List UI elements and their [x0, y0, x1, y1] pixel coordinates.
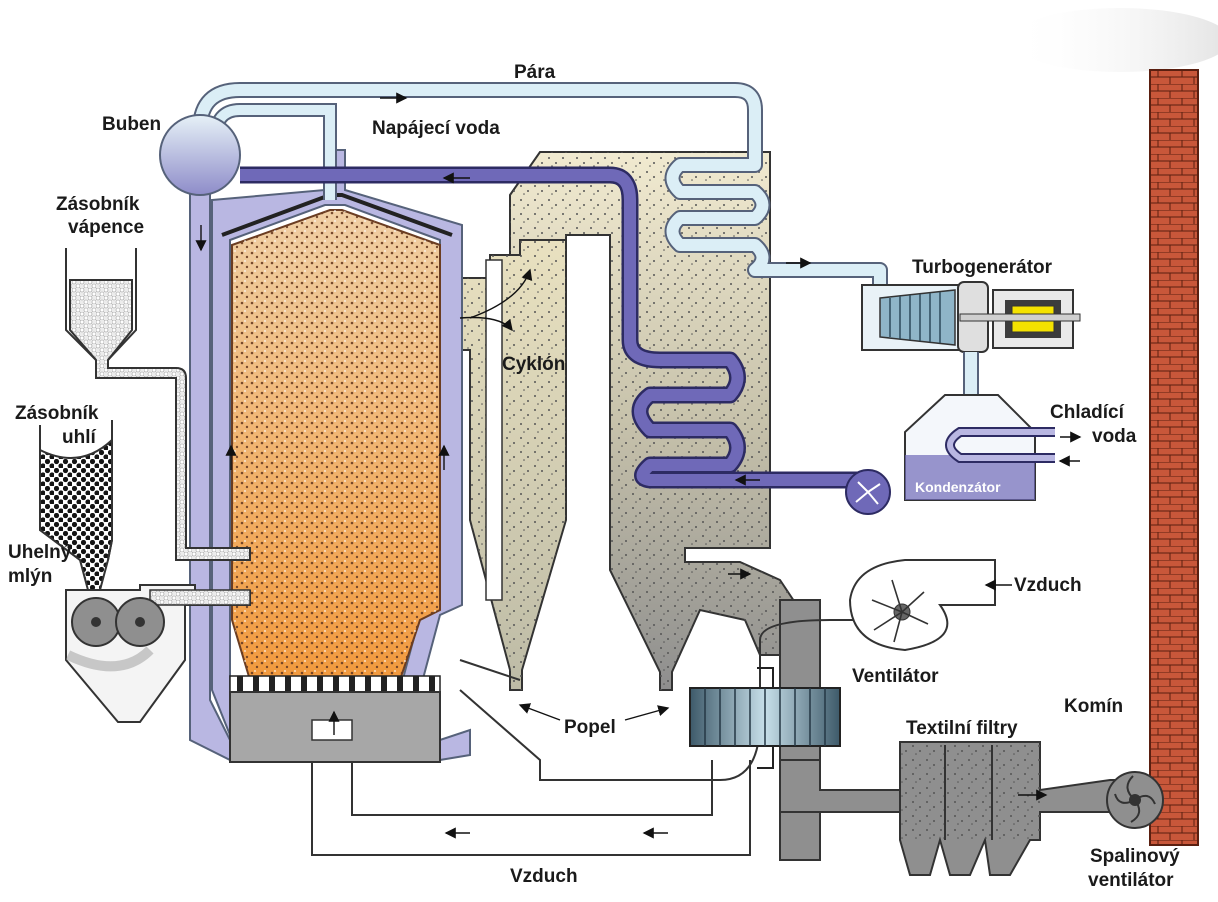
label-limestone-hopper-2: vápence	[68, 217, 144, 238]
label-flue-fan-1: Spalinový	[1090, 846, 1180, 867]
label-fan: Ventilátor	[852, 666, 939, 687]
coal-hopper	[39, 420, 113, 591]
label-turbogenerator: Turbogenerátor	[912, 257, 1053, 278]
label-air-bottom: Vzduch	[510, 866, 578, 887]
smoke-plume	[1010, 8, 1218, 72]
label-textile-filters: Textilní filtry	[906, 718, 1018, 739]
drum	[159, 114, 241, 196]
chimney	[1149, 69, 1199, 846]
label-condenser: Kondenzátor	[915, 479, 1001, 495]
air-heater	[689, 667, 841, 769]
label-chimney: Komín	[1064, 696, 1123, 717]
cyclone	[459, 239, 567, 691]
label-coal-mill-1: Uhelný	[8, 542, 72, 563]
limestone-hopper	[65, 248, 251, 561]
label-coal-hopper-1: Zásobník	[15, 403, 99, 424]
label-air-right: Vzduch	[1014, 575, 1082, 596]
label-cooling-water-2: voda	[1092, 426, 1137, 447]
air-fan	[848, 559, 996, 652]
feedwater-pipe	[240, 166, 870, 489]
label-cooling-water-1: Chladící	[1050, 402, 1125, 423]
label-coal-mill-2: mlýn	[8, 566, 52, 587]
label-drum: Buben	[102, 114, 161, 135]
label-limestone-hopper-1: Zásobník	[56, 194, 140, 215]
label-ash: Popel	[564, 717, 616, 738]
turbogenerator	[861, 281, 1081, 396]
furnace	[221, 193, 453, 763]
flue-gas-fan	[1106, 771, 1164, 829]
label-feedwater: Napájecí voda	[372, 118, 500, 139]
label-coal-hopper-2: uhlí	[62, 427, 96, 448]
condenser	[845, 394, 1055, 515]
label-steam: Pára	[514, 62, 556, 83]
flow-arrows	[195, 92, 1082, 839]
coal-mill	[65, 584, 251, 723]
label-flue-fan-2: ventilátor	[1088, 870, 1174, 891]
label-cyclone: Cyklón	[502, 354, 565, 375]
